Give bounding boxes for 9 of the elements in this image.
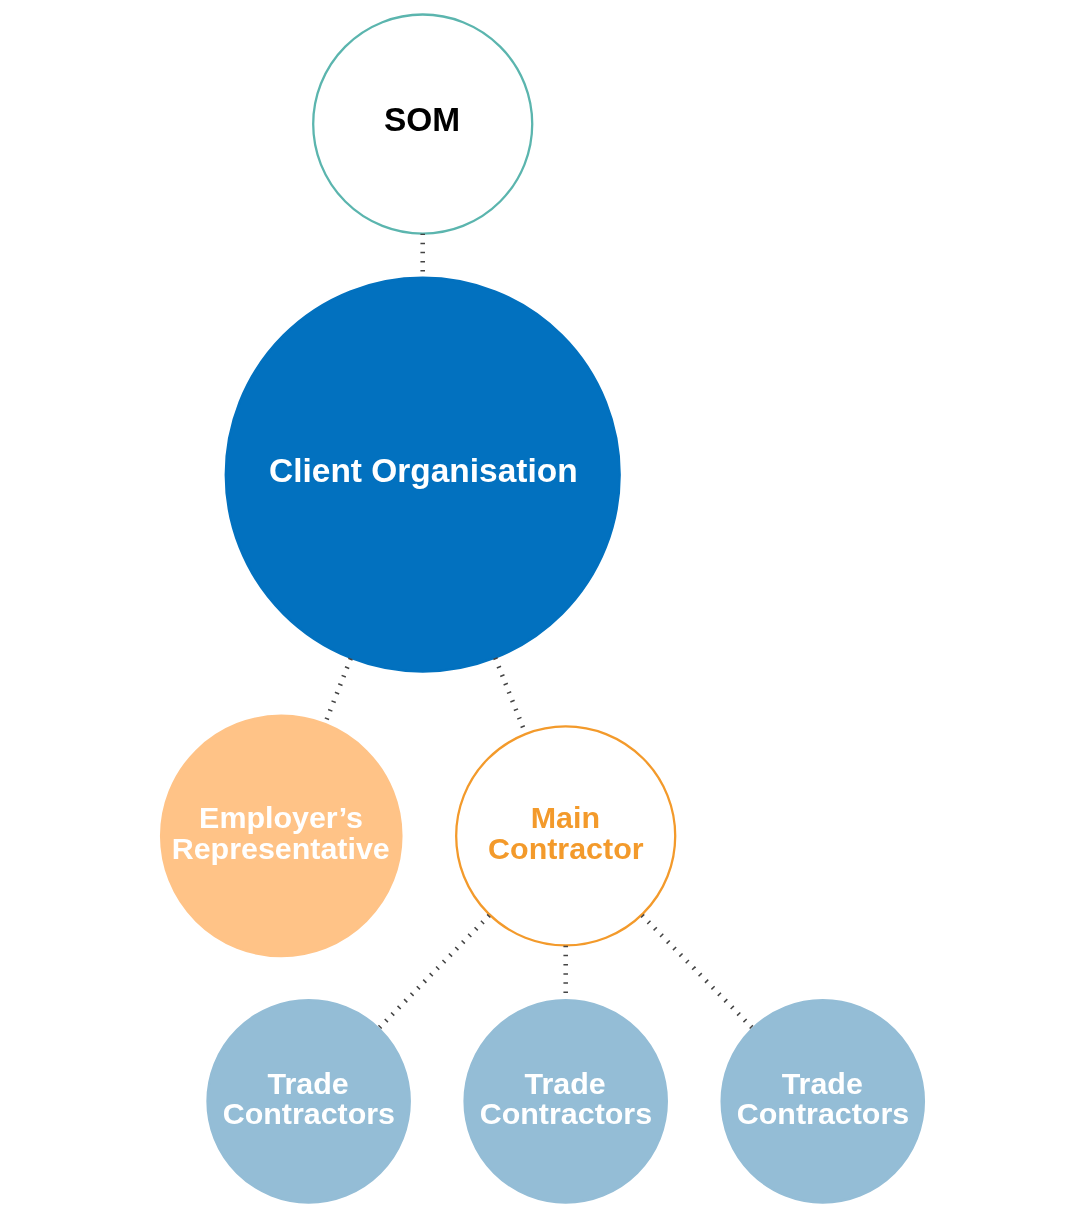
- node-circle: Trade Contractors: [206, 999, 411, 1204]
- node-circle: Client Organisation: [224, 276, 621, 673]
- connector: [377, 913, 491, 1030]
- node-circle: Trade Contractors: [463, 999, 668, 1204]
- node-circle: SOM: [312, 13, 534, 235]
- node-circle: Employer’s Representative: [159, 714, 403, 958]
- node-circle: Main Contractor: [455, 725, 677, 947]
- connector: [640, 913, 754, 1030]
- node-circle: Trade Contractors: [720, 999, 926, 1204]
